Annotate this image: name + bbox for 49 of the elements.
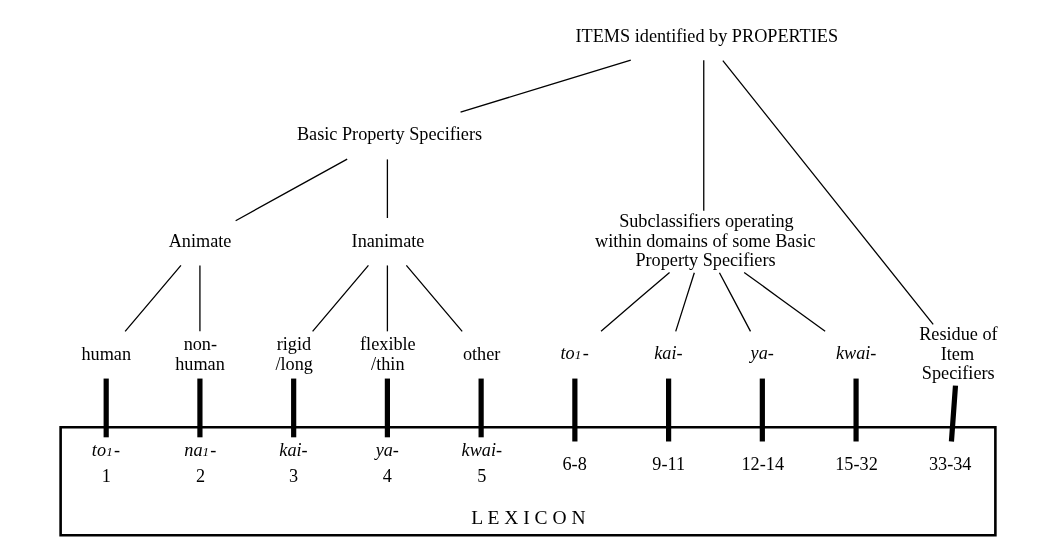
node-text: flexible /thin (359, 334, 416, 374)
connector (478, 378, 484, 438)
connector (718, 272, 751, 332)
node-text: other (462, 343, 500, 364)
node-text: human (80, 343, 131, 364)
connector (103, 378, 109, 438)
node-text: Inanimate (351, 230, 424, 251)
node-text: kwai- 5 (461, 440, 502, 487)
connector (759, 378, 765, 442)
connector (290, 378, 296, 438)
node-text: kai- (653, 342, 683, 363)
node-text: kwai- (835, 342, 876, 363)
node-text: kai- 3 (278, 440, 308, 487)
connector (743, 271, 826, 332)
connector (386, 158, 388, 219)
connector (599, 271, 670, 332)
node-text: Residue of Item Specifiers (918, 324, 998, 384)
connector (386, 264, 388, 332)
node-text: 9-11 (651, 453, 685, 474)
connector (674, 272, 695, 332)
connector (123, 264, 182, 332)
node-text: non- human (174, 334, 225, 374)
node-text: to1- 1 (91, 440, 120, 487)
node-text: 12-14 (741, 453, 784, 474)
connector (702, 59, 704, 212)
connector (665, 378, 671, 442)
node-text: to1- (560, 342, 589, 363)
node-text: 33-34 (928, 453, 971, 474)
node-text: ITEMS identified by PROPERTIES (575, 25, 838, 46)
node-text: Basic Property Specifiers (296, 124, 482, 145)
node-text: na1- 2 (183, 440, 216, 487)
connector (384, 378, 390, 438)
connector (571, 378, 577, 442)
connector (234, 158, 348, 222)
node-text: 6-8 (562, 453, 587, 474)
connector (721, 60, 934, 326)
node-text: Animate (168, 230, 231, 251)
connector (196, 378, 203, 438)
connector (311, 264, 369, 332)
connector (459, 59, 631, 113)
connector (405, 264, 463, 332)
connector (198, 264, 201, 332)
node-text: ya- 4 (375, 440, 399, 487)
connector (852, 378, 859, 442)
connector (948, 385, 958, 442)
node-text: Subclassifiers operating within domains of some Basic Property Specifiers (594, 211, 816, 271)
node-text: 15-32 (834, 453, 878, 474)
node-text: rigid /long (274, 334, 313, 374)
node-text: ya- (750, 342, 774, 363)
